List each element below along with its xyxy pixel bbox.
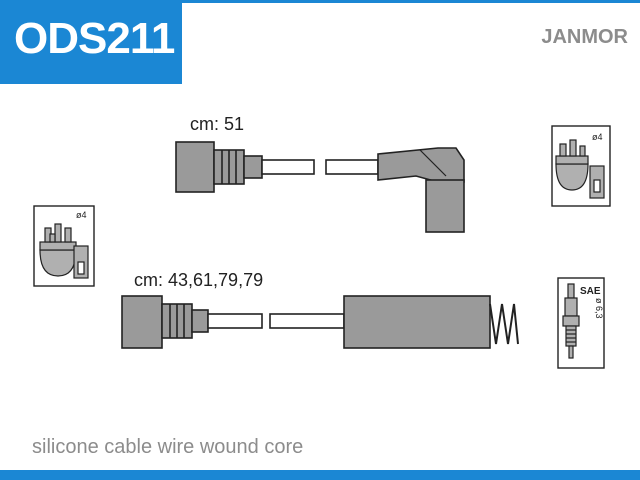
product-code: ODS211 — [14, 14, 175, 63]
product-code-box: ODS211 — [0, 0, 182, 84]
footer-description: silicone cable wire wound core — [32, 436, 304, 458]
spark-plug-diameter: ø 6,3 — [594, 298, 604, 319]
ignition-lead-2 — [121, 295, 519, 349]
lead-2-length-label: cm: 43,61,79,79 — [134, 270, 264, 290]
left-pictogram-label: ø4 — [76, 210, 87, 220]
ignition-coil-icon — [589, 165, 605, 199]
lead-2-end-boot — [121, 295, 163, 349]
lead-1-end-boot — [175, 141, 215, 193]
brand-name: JANMOR — [541, 26, 628, 48]
lead-2-long-boot — [343, 295, 491, 349]
lead-1-boot-cap — [425, 179, 465, 233]
distributor-cap-icon — [555, 139, 589, 191]
ignition-lead-1 — [175, 141, 465, 233]
lead-2-spring-terminal — [489, 303, 519, 345]
lead-1-angled-boot — [377, 147, 465, 183]
lead-1-cable — [261, 159, 315, 175]
spark-plug-icon — [562, 283, 580, 359]
spark-plug-standard: SAE — [580, 286, 601, 297]
lead-2-collar — [191, 309, 209, 333]
spark-plug-pictogram — [557, 277, 605, 369]
bottom-accent-line — [0, 470, 640, 480]
lead-1-length-label: cm: 51 — [190, 114, 245, 134]
lead-1-cable-2 — [325, 159, 379, 175]
right-top-pictogram — [551, 125, 611, 207]
distributor-cap-icon — [39, 223, 77, 277]
right-pictogram-label: ø4 — [592, 132, 603, 142]
left-pictogram — [33, 205, 95, 287]
ignition-coil-icon — [73, 245, 89, 279]
lead-2-cable — [207, 313, 263, 329]
top-accent-line — [182, 0, 640, 3]
lead-2-cable-2 — [269, 313, 345, 329]
lead-1-collar — [243, 155, 263, 179]
